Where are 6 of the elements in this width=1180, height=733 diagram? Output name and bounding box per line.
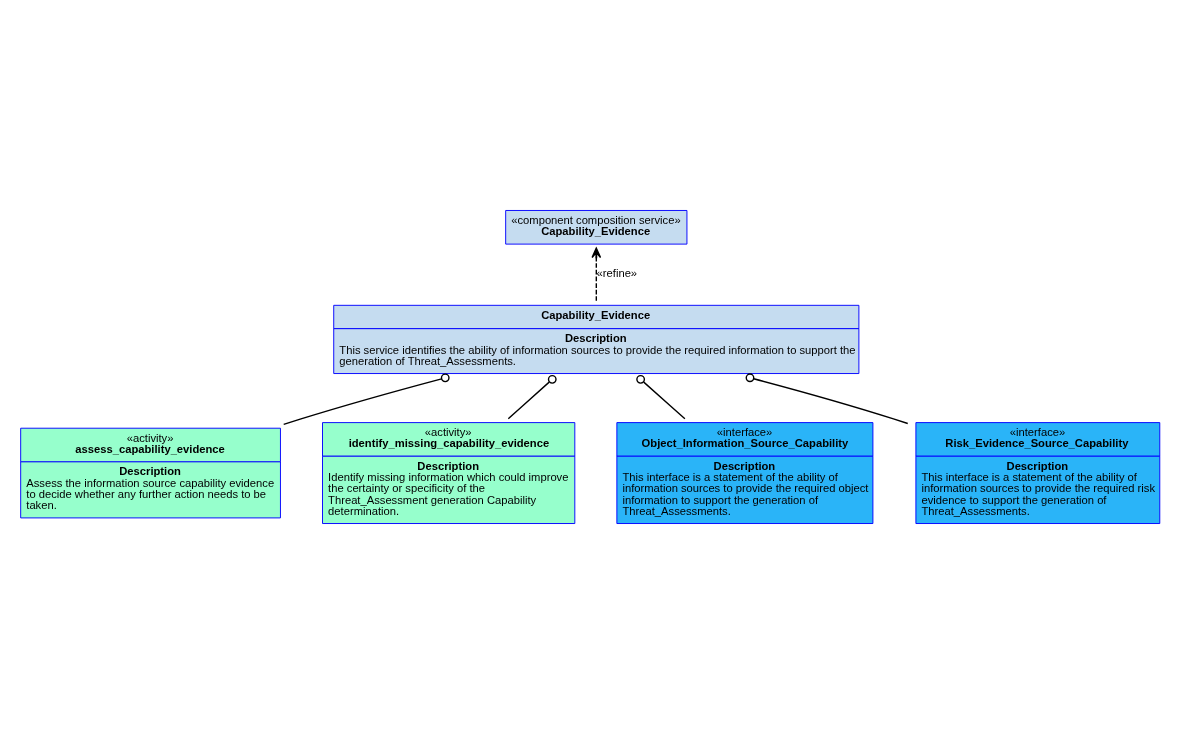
connector xyxy=(745,372,909,424)
connector xyxy=(283,372,450,425)
edge-label: «refine» xyxy=(596,266,638,279)
connector xyxy=(507,374,557,419)
arrow xyxy=(591,246,602,302)
connector xyxy=(636,374,686,419)
